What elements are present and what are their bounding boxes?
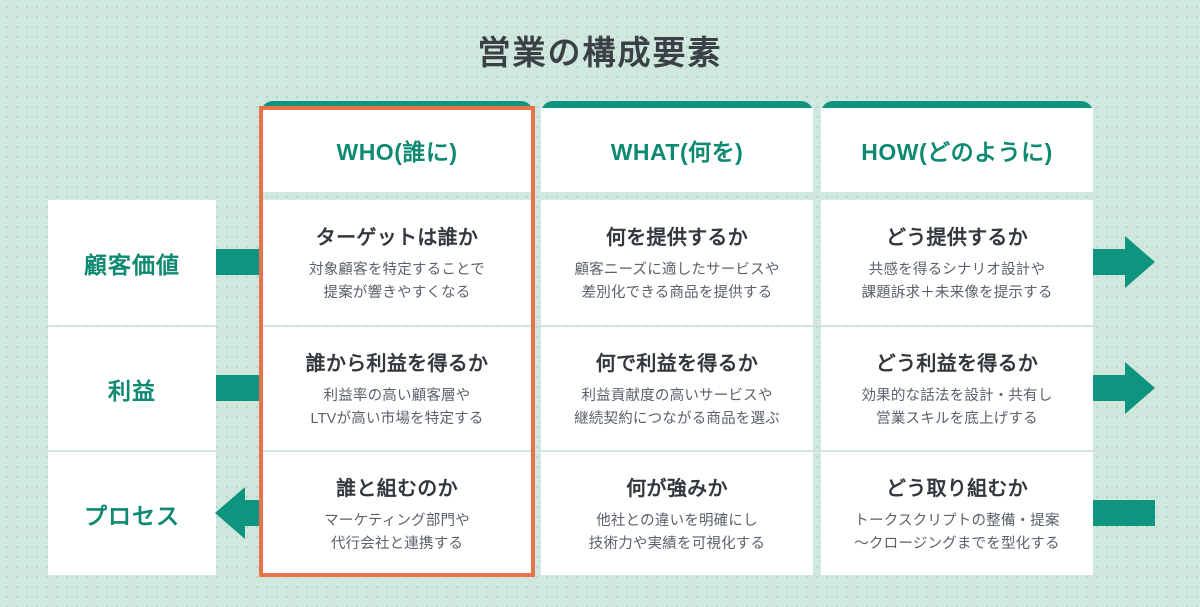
cell-desc-line-1: マーケティング部門や [324, 513, 470, 530]
cell-who-customer-value[interactable]: ターゲットは誰か 対象顧客を特定することで 提案が響きやすくなる [261, 200, 533, 325]
cell-desc-line-2: 技術力や実績を可視化する [588, 535, 766, 552]
cell-how-process[interactable]: どう取り組むか トークスクリプトの整備・提案 〜クロージングまでを型化する [821, 452, 1093, 575]
cell-what-profit[interactable]: 何で利益を得るか 利益貢献度の高いサービスや 継続契約につながる商品を選ぶ [541, 327, 813, 450]
cell-desc-line-2: 差別化できる商品を提供する [581, 284, 773, 301]
connector-left-row-2 [216, 375, 264, 401]
connector-left-row-1 [216, 249, 264, 275]
cell-desc-line-2: 〜クロージングまでを型化する [854, 535, 1060, 552]
cell-title: 何を提供するか [605, 227, 749, 250]
arrow-right-icon-row-2 [1125, 362, 1155, 414]
row-label-text: 顧客価値 [84, 251, 180, 278]
row-label-profit: 利益 [48, 327, 216, 450]
page-title: 営業の構成要素 [477, 34, 723, 71]
cell-who-process[interactable]: 誰と組むのか マーケティング部門や 代行会社と連携する [261, 452, 533, 575]
connector-right-row-3 [1093, 500, 1155, 526]
row-label-customer-value: 顧客価値 [48, 200, 216, 325]
cell-title: 何で利益を得るか [595, 353, 759, 376]
column-header-who[interactable]: WHO(誰に) [261, 108, 533, 192]
column-header-how[interactable]: HOW(どのように) [821, 108, 1093, 192]
row-label-process: プロセス [48, 452, 216, 575]
cell-title: どう取り組むか [885, 478, 1029, 501]
cell-desc-line-2: 提案が響きやすくなる [323, 284, 471, 301]
cell-how-profit[interactable]: どう利益を得るか 効果的な話法を設計・共有し 営業スキルを底上げする [821, 327, 1093, 450]
cell-title: 誰と組むのか [336, 478, 458, 501]
cell-desc-line-1: 利益率の高い顧客層や [323, 388, 471, 405]
cell-what-customer-value[interactable]: 何を提供するか 顧客ニーズに適したサービスや 差別化できる商品を提供する [541, 200, 813, 325]
row-label-text: 利益 [108, 377, 156, 404]
cell-desc-line-2: 課題訴求＋未来像を提示する [861, 284, 1053, 301]
connector-right-shaft-row-1 [1093, 249, 1125, 275]
cell-desc-line-2: 継続契約につながる商品を選ぶ [574, 410, 780, 427]
cell-desc-line-1: 顧客ニーズに適したサービスや [574, 262, 780, 279]
cell-desc-line-2: LTVが高い市場を特定する [310, 410, 484, 427]
cell-desc-line-2: 営業スキルを底上げする [876, 410, 1038, 427]
cell-desc-line-2: 代行会社と連携する [330, 535, 464, 552]
column-header-label: WHAT(何を) [610, 139, 744, 165]
cell-title: どう提供するか [885, 227, 1029, 250]
cell-what-process[interactable]: 何が強みか 他社との違いを明確にし 技術力や実績を可視化する [541, 452, 813, 575]
cell-title: 誰から利益を得るか [305, 353, 489, 376]
column-header-label: HOW(どのように) [861, 139, 1053, 165]
connector-right-shaft-row-2 [1093, 375, 1125, 401]
cell-desc-line-1: 効果的な話法を設計・共有し [861, 388, 1053, 405]
cell-desc-line-1: 利益貢献度の高いサービスや [581, 388, 773, 405]
cell-title: どう利益を得るか [875, 353, 1039, 376]
cell-desc-line-1: 共感を得るシナリオ設計や [868, 262, 1046, 279]
arrow-left-icon-row-3 [215, 487, 245, 539]
cell-title: 何が強みか [626, 478, 728, 501]
cell-desc-line-1: トークスクリプトの整備・提案 [854, 513, 1060, 530]
cell-title: ターゲットは誰か [315, 227, 479, 250]
cell-desc-line-1: 他社との違いを明確にし [596, 513, 758, 530]
column-header-label: WHO(誰に) [336, 139, 458, 165]
cell-who-profit[interactable]: 誰から利益を得るか 利益率の高い顧客層や LTVが高い市場を特定する [261, 327, 533, 450]
arrow-right-icon-row-1 [1125, 236, 1155, 288]
row-label-text: プロセス [84, 502, 180, 529]
cell-how-customer-value[interactable]: どう提供するか 共感を得るシナリオ設計や 課題訴求＋未来像を提示する [821, 200, 1093, 325]
cell-desc-line-1: 対象顧客を特定することで [309, 262, 485, 279]
column-header-what[interactable]: WHAT(何を) [541, 108, 813, 192]
